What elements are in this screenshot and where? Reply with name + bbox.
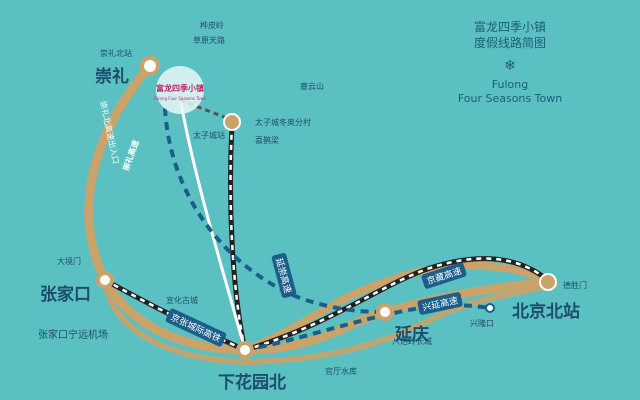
map-english-line1: Fulong — [491, 78, 529, 91]
label-xinglong: 兴隆口 — [470, 319, 494, 328]
road-jingzang — [241, 261, 554, 354]
town-logo-en: Fulong Four Seasons Town — [154, 96, 207, 101]
city-yanqing: 延庆 — [395, 325, 429, 345]
map-english-line2: Four Seasons Town — [457, 92, 563, 105]
label-hualing: 桦皮岭 — [200, 21, 224, 30]
station-zhangjiakou[interactable] — [96, 271, 114, 289]
station-chongli[interactable] — [140, 56, 160, 76]
label-deshengmen: 德胜门 — [563, 281, 587, 290]
label-badaling: 八达岭长城 — [392, 337, 432, 346]
station-beijing[interactable] — [539, 273, 557, 291]
station-taizicheng[interactable] — [223, 113, 241, 131]
snowflake-icon: ❄ — [504, 58, 516, 74]
label-dajing: 大境门 — [57, 257, 81, 266]
town-logo-cn: 富龙四季小镇 — [156, 83, 204, 93]
label-xuanhua: 宣化古城 — [166, 296, 198, 305]
station-xiahuayuan[interactable] — [236, 341, 254, 359]
map-title-line1: 富龙四季小镇 — [473, 20, 546, 34]
label-caoyuan: 草原天路 — [193, 36, 225, 45]
map-title-line2: 度假线路简图 — [473, 36, 546, 50]
rail-chongli-branch — [178, 97, 247, 351]
rail-taizicheng-dash — [229, 124, 247, 351]
station-xinglong[interactable] — [485, 303, 495, 313]
station-yanqing[interactable] — [376, 303, 394, 321]
city-zhangjiakou: 张家口 — [40, 285, 91, 305]
road-lower-arc — [102, 277, 558, 366]
road-xingyan-dash — [244, 303, 491, 352]
road-yanchong-dash — [163, 107, 386, 314]
label-taizicheng: 太子城站 — [193, 131, 225, 140]
city-chongli: 崇礼 — [95, 67, 129, 87]
town-logo-bubble[interactable] — [156, 66, 204, 114]
city-xiahuayuan: 下花园北 — [218, 373, 286, 393]
label-taizi-resort: 太子城冬奥分村 — [255, 118, 311, 127]
city-beijing: 北京北站 — [512, 302, 580, 322]
label-saiyun: 塞云山 — [300, 82, 324, 91]
label-xiwei: 喜鹊梁 — [255, 136, 279, 145]
label-guanting: 官厅水库 — [325, 367, 357, 376]
label-chongli-north: 崇礼北站 — [100, 49, 132, 58]
rail-beijing — [244, 256, 552, 353]
label-airport: 张家口宁远机场 — [38, 330, 108, 341]
